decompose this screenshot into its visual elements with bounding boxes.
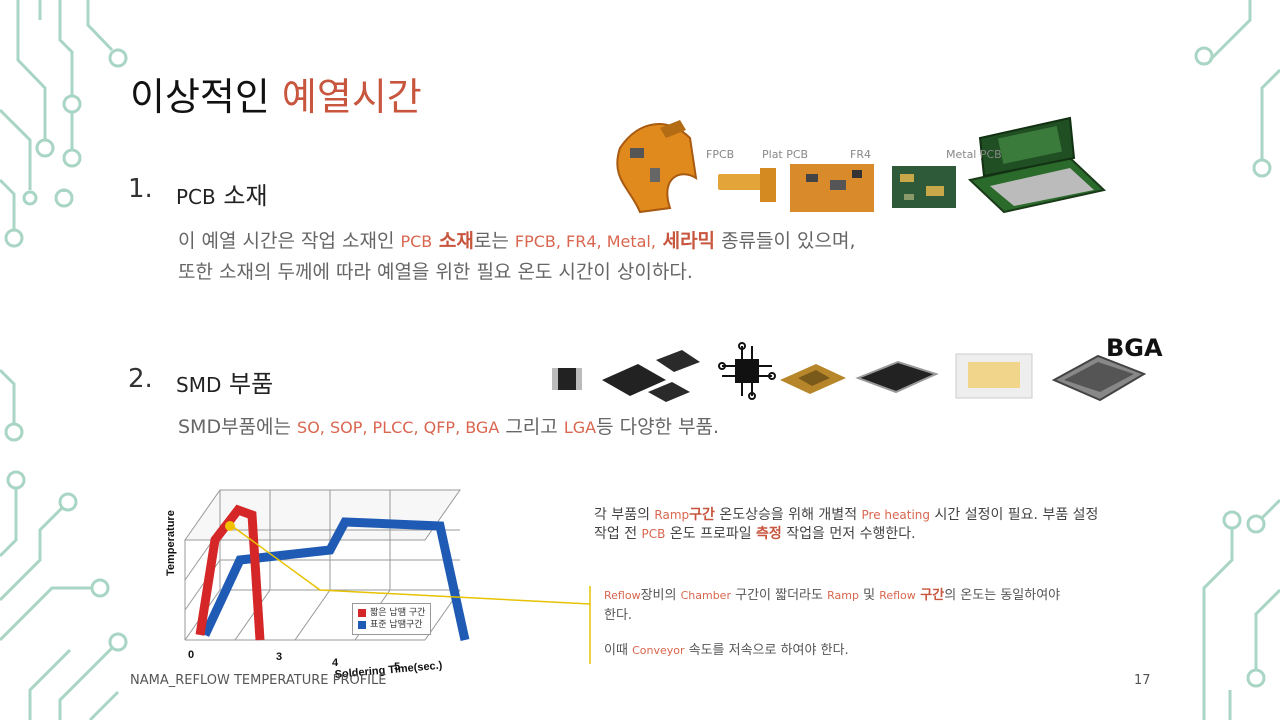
sop-chips-image (602, 350, 700, 402)
n2-reflow: Reflow (604, 589, 641, 602)
s2-text-c: 그리고 (499, 416, 564, 438)
note-paragraph-1: 각 부품의 Ramp구간 온도상승을 위해 개별적 Pre heating 시간… (594, 506, 1174, 544)
label-fpcb: FPCB (706, 148, 735, 161)
n2-b: 장비의 (640, 588, 681, 603)
n2-section: 구간 (915, 588, 945, 603)
note-paragraph-2: Reflow장비의 Chamber 구간이 짧더라도 Ramp 및 Reflow… (604, 586, 1124, 626)
s1-text-g: 종류들이 있으며, (715, 230, 856, 252)
n1-pcb: PCB (641, 527, 666, 541)
section1-line2: 또한 소재의 두께에 따라 예열을 위한 필요 온도 시간이 상이하다. (178, 261, 693, 283)
n2-reflow2: Reflow (879, 589, 916, 602)
fr4-image (892, 166, 956, 208)
s1-text-a: 이 예열 시간은 작업 소재인 (178, 230, 401, 252)
s2-text-a: SMD부품에는 (178, 416, 298, 438)
footer-text: NAMA_REFLOW TEMPERATURE PROFILE (130, 673, 387, 688)
fpcb-image (718, 168, 776, 202)
section1-heading: PCB 소재 (176, 176, 268, 211)
legend-label-short: 짧은 납땜 구간 (370, 608, 426, 618)
n3-conveyor: Conveyor (632, 644, 685, 657)
bga-chip-image (1051, 354, 1147, 402)
chart-legend: 짧은 납땜 구간 표준 납땜구간 (352, 603, 432, 635)
reflow-chart: 0 3 4 5 Soldering Time(sec.) Temperature (165, 489, 470, 680)
n2-j: 한다. (604, 608, 633, 623)
section1-heading-latin: PCB (176, 185, 216, 209)
ic-chip-icon (718, 342, 776, 400)
series-short-line (195, 504, 265, 641)
n2-ramp: Ramp (827, 589, 859, 602)
s2-text-packages: SO, SOP, PLCC, QFP, BGA (297, 418, 500, 437)
n3-c: 속도를 저속으로 하여야 한다. (684, 643, 849, 658)
n1-measure: 측정 (756, 526, 782, 542)
section2-heading-korean: 부품 (229, 370, 274, 398)
x-tick-4: 4 (332, 657, 339, 669)
section1-number: 1. (128, 174, 153, 204)
section1-line1: 이 예열 시간은 작업 소재인 PCB 소재로는 FPCB, FR4, Meta… (178, 226, 856, 257)
label-plat-pcb: Plat PCB (762, 148, 809, 161)
legend-item-standard: 표준 납땜구간 (358, 619, 425, 631)
n2-i: 의 온도는 동일하여야 (944, 588, 1061, 603)
led-board-image (955, 353, 1033, 399)
title-accent: 예열시간 (281, 75, 422, 119)
n1-i: 온도 프로파일 (665, 526, 757, 542)
n3-a: 이때 (604, 643, 633, 658)
n1-ramp: Ramp (654, 508, 690, 522)
plat-pcb-image (790, 164, 874, 212)
section2-heading-latin: SMD (176, 373, 222, 397)
title-plain: 이상적인 (130, 75, 282, 119)
n1-d: 온도상승을 위해 개별적 (714, 507, 862, 523)
section2-number: 2. (128, 364, 153, 394)
label-metal-pcb: Metal PCB (946, 148, 1002, 161)
s1-text-ceramic: 세라믹 (655, 230, 716, 252)
legend-label-standard: 표준 납땜구간 (370, 620, 423, 630)
n2-chamber: Chamber (680, 589, 731, 602)
section1-heading-korean: 소재 (223, 182, 268, 210)
section2-line: SMD부품에는 SO, SOP, PLCC, QFP, BGA 그리고 LGA등… (178, 412, 719, 443)
n1-preheat: Pre heating (861, 508, 931, 522)
s1-text-material: 소재 (432, 230, 474, 252)
section1-text: 이 예열 시간은 작업 소재인 PCB 소재로는 FPCB, FR4, Meta… (178, 226, 856, 287)
s1-text-pcb: PCB (400, 232, 433, 251)
n1-k: 작업을 먼저 수행한다. (781, 526, 916, 542)
s2-text-lga: LGA (563, 418, 597, 437)
metal-pcb-image (967, 116, 1107, 214)
qfp-chip-image (855, 360, 939, 394)
flex-pcb-image (616, 120, 698, 214)
cpu-image (780, 364, 846, 394)
s1-text-types: FPCB, FR4, Metal, (514, 232, 656, 251)
x-tick-5: 5 (394, 661, 400, 673)
section2-heading: SMD 부품 (176, 364, 273, 399)
n1-a: 각 부품의 (594, 507, 655, 523)
note-paragraph-3: 이때 Conveyor 속도를 저속으로 하여야 한다. (604, 641, 849, 661)
n1-g: 작업 전 (594, 526, 642, 542)
page-title: 이상적인 예열시간 (130, 66, 422, 121)
n1-f: 시간 설정이 필요. 부품 설정 (930, 507, 1099, 523)
s1-text-d: 로는 (473, 230, 515, 252)
pcb-material-images (616, 116, 1107, 214)
page-number: 17 (1134, 673, 1151, 688)
n1-section: 구간 (689, 507, 715, 523)
series-standard-line (200, 517, 470, 641)
n2-f: 및 (858, 588, 880, 603)
x-tick-0: 0 (188, 649, 194, 661)
chip-resistor-image (552, 368, 582, 390)
n2-d: 구간이 짧더라도 (730, 588, 828, 603)
chart-ylabel: Temperature (165, 510, 177, 576)
bga-label: BGA (1106, 334, 1163, 362)
x-tick-3: 3 (276, 651, 282, 663)
smd-component-images (552, 342, 1147, 402)
s2-text-e: 등 다양한 부품. (596, 416, 720, 438)
chart-marker (225, 521, 235, 531)
label-fr4: FR4 (850, 148, 871, 161)
legend-item-short: 짧은 납땜 구간 (358, 607, 425, 619)
